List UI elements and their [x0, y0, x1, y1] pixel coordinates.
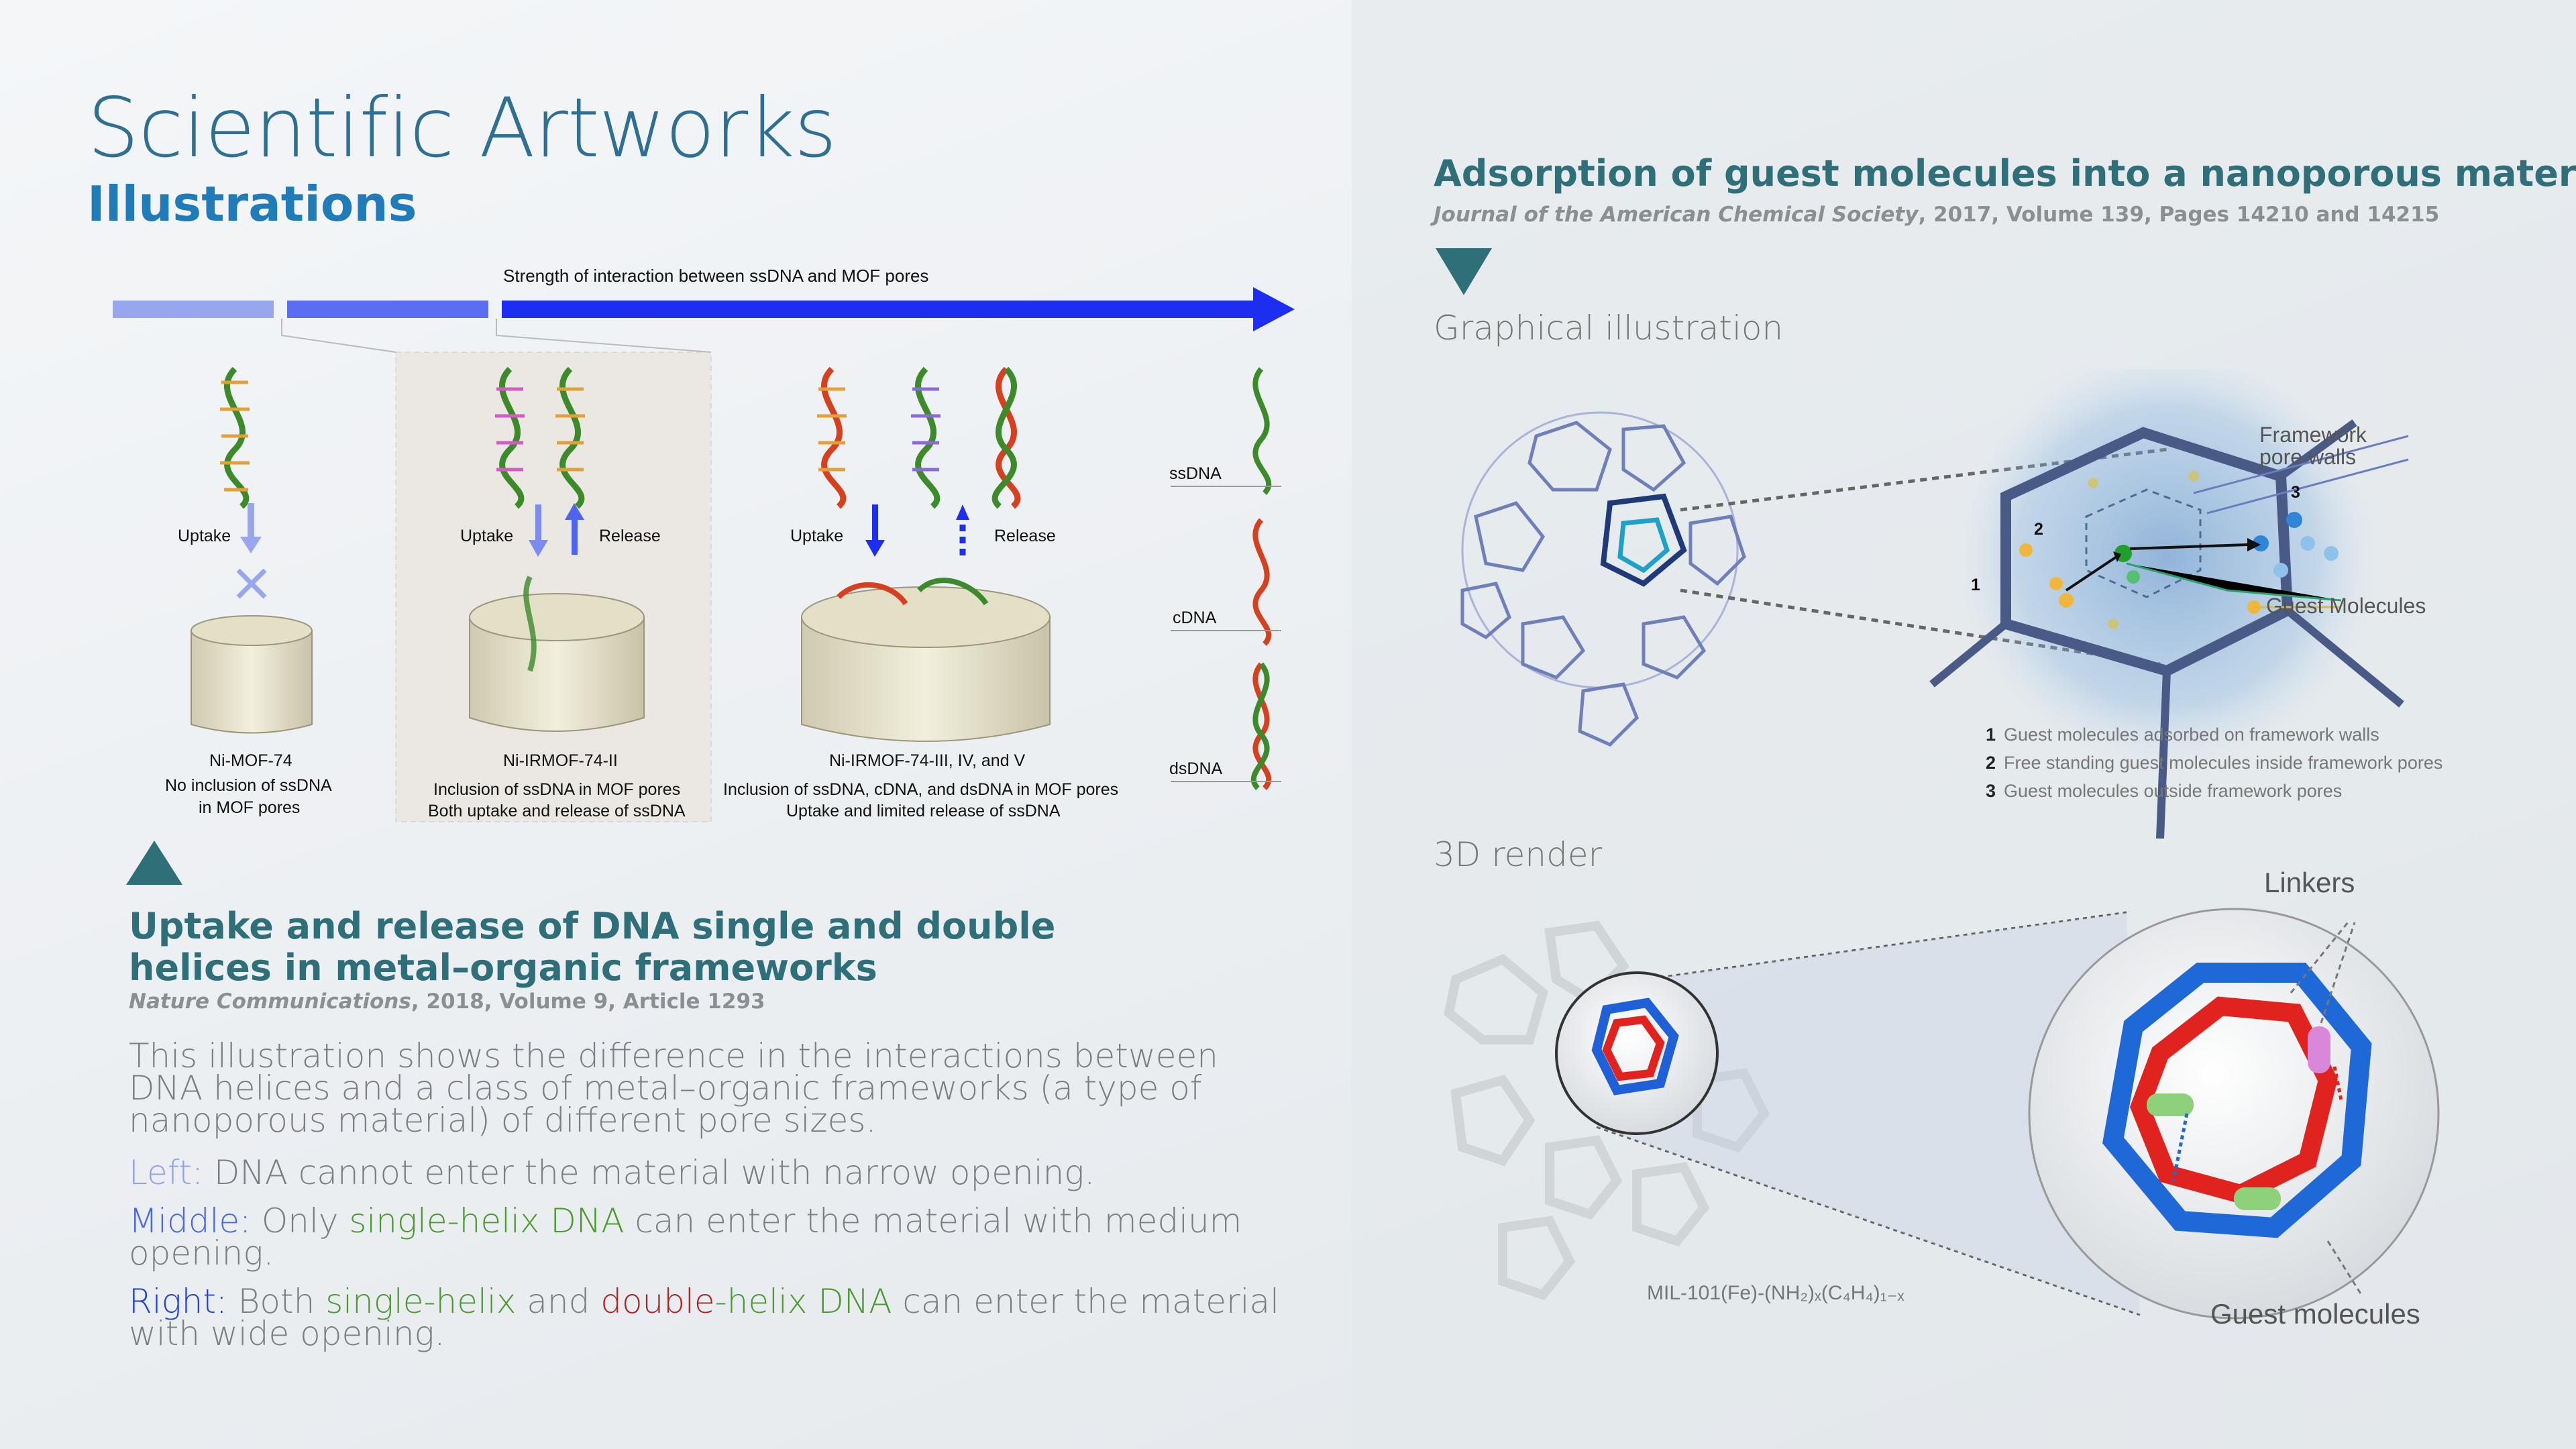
mof-block-medium [469, 576, 645, 732]
uptake-label-left: Uptake [178, 527, 231, 545]
outside-molecules [2253, 512, 2339, 578]
col3-desc-1: Inclusion of ssDNA, cDNA, and dsDNA in M… [723, 780, 1119, 799]
adsorption-illustration [1460, 369, 2409, 839]
ssdna-helix-mid-2 [555, 366, 585, 509]
release-label-right: Release [994, 527, 1056, 545]
col2-name: Ni-IRMOF-74-II [503, 751, 618, 770]
col3-desc-2: Uptake and limited release of ssDNA [786, 802, 1061, 820]
description-middle: Middle: Only single-helix DNA can enter … [129, 1201, 1242, 1273]
left-article-description: This illustration shows the difference i… [129, 1036, 1218, 1140]
uptake-release-arrows-right [865, 504, 969, 557]
ssdna-helix-left [220, 366, 250, 509]
right-article-title: Adsorption of guest molecules into a nan… [1434, 152, 2576, 195]
ssdna-helix-mid-1 [495, 366, 525, 509]
callout-1: 1 [1971, 576, 1980, 594]
3d-render-heading: 3D render [1434, 835, 1603, 874]
pore-walls [1929, 419, 2404, 839]
small-zoom-lens [1555, 971, 1719, 1135]
large-zoom-lens [2028, 908, 2440, 1320]
middle-column-box [395, 352, 712, 822]
framework-label-2: pore walls [2259, 445, 2357, 469]
mof-block-narrow [191, 615, 313, 734]
key-ssdna-helix [1252, 367, 1272, 495]
col2-desc-2: Both uptake and release of ssDNA [428, 802, 686, 820]
release-label-mid: Release [599, 527, 661, 545]
key-ssdna-label: ssDNA [1169, 464, 1222, 483]
col1-desc-1: No inclusion of ssDNA [165, 776, 332, 795]
pointer-up-icon [126, 841, 182, 885]
page-title: Scientific Artworks [87, 80, 837, 176]
callout-2: 2 [2034, 520, 2043, 539]
uptake-arrow-left [236, 503, 267, 599]
page-subtitle: Illustrations [87, 176, 417, 232]
col1-name: Ni-MOF-74 [209, 751, 292, 770]
adsorbed-molecules [2019, 471, 2261, 629]
key-cdna-label: cDNA [1173, 608, 1217, 627]
guest-molecule-green-2 [2234, 1187, 2281, 1210]
graphical-illustration-heading: Graphical illustration [1434, 309, 1784, 347]
col2-desc-1: Inclusion of ssDNA in MOF pores [433, 780, 681, 799]
white-framework-cluster [1444, 920, 1770, 1301]
mof-block-wide [801, 578, 1051, 742]
guest-molecules-label: Guest Molecules [2266, 594, 2426, 618]
dna-mof-figure: Strength of interaction between ssDNA an… [113, 268, 1295, 822]
key-dsdna-label: dsDNA [1169, 759, 1223, 778]
pointer-down-icon [1436, 248, 1492, 295]
linkers-label: Linkers [2264, 867, 2355, 898]
framework-cluster [1460, 411, 1746, 747]
col1-desc-2: in MOF pores [199, 798, 301, 817]
ssdna-helix-right [911, 366, 941, 509]
formula-label: MIL-101(Fe)-(NH₂)ₓ(C₄H₄)₁₋ₓ [1647, 1282, 1904, 1304]
guest-molecule-purple [2308, 1026, 2330, 1073]
right-article-journal: Journal of the American Chemical Society… [1434, 203, 2440, 227]
dsdna-helix-right [991, 366, 1021, 509]
left-article-journal: Nature Communications, 2018, Volume 9, A… [129, 989, 765, 1014]
callout-3: 3 [2291, 483, 2300, 502]
uptake-label-right: Uptake [790, 527, 844, 545]
description-right: Right: Both single-helix and double-heli… [129, 1282, 1280, 1353]
strength-arrow [113, 287, 1295, 331]
guest-molecules-render-label: Guest molecules [2210, 1298, 2420, 1330]
col3-name: Ni-IRMOF-74-III, IV, and V [829, 751, 1026, 770]
uptake-release-arrows-mid [529, 503, 584, 557]
mof-3d-render [1444, 908, 2440, 1320]
uptake-label-mid: Uptake [460, 527, 514, 545]
strength-arrow-label: Strength of interaction between ssDNA an… [503, 268, 928, 286]
key-dsdna-helix [1250, 662, 1272, 790]
left-article-title: Uptake and release of DNA single and dou… [129, 905, 1056, 989]
key-cdna-helix [1252, 518, 1272, 646]
cdna-helix-right [817, 366, 847, 509]
guest-molecule-green [2147, 1093, 2194, 1116]
description-left: Left: DNA cannot enter the material with… [129, 1153, 1095, 1192]
framework-label-1: Framework [2259, 423, 2367, 447]
